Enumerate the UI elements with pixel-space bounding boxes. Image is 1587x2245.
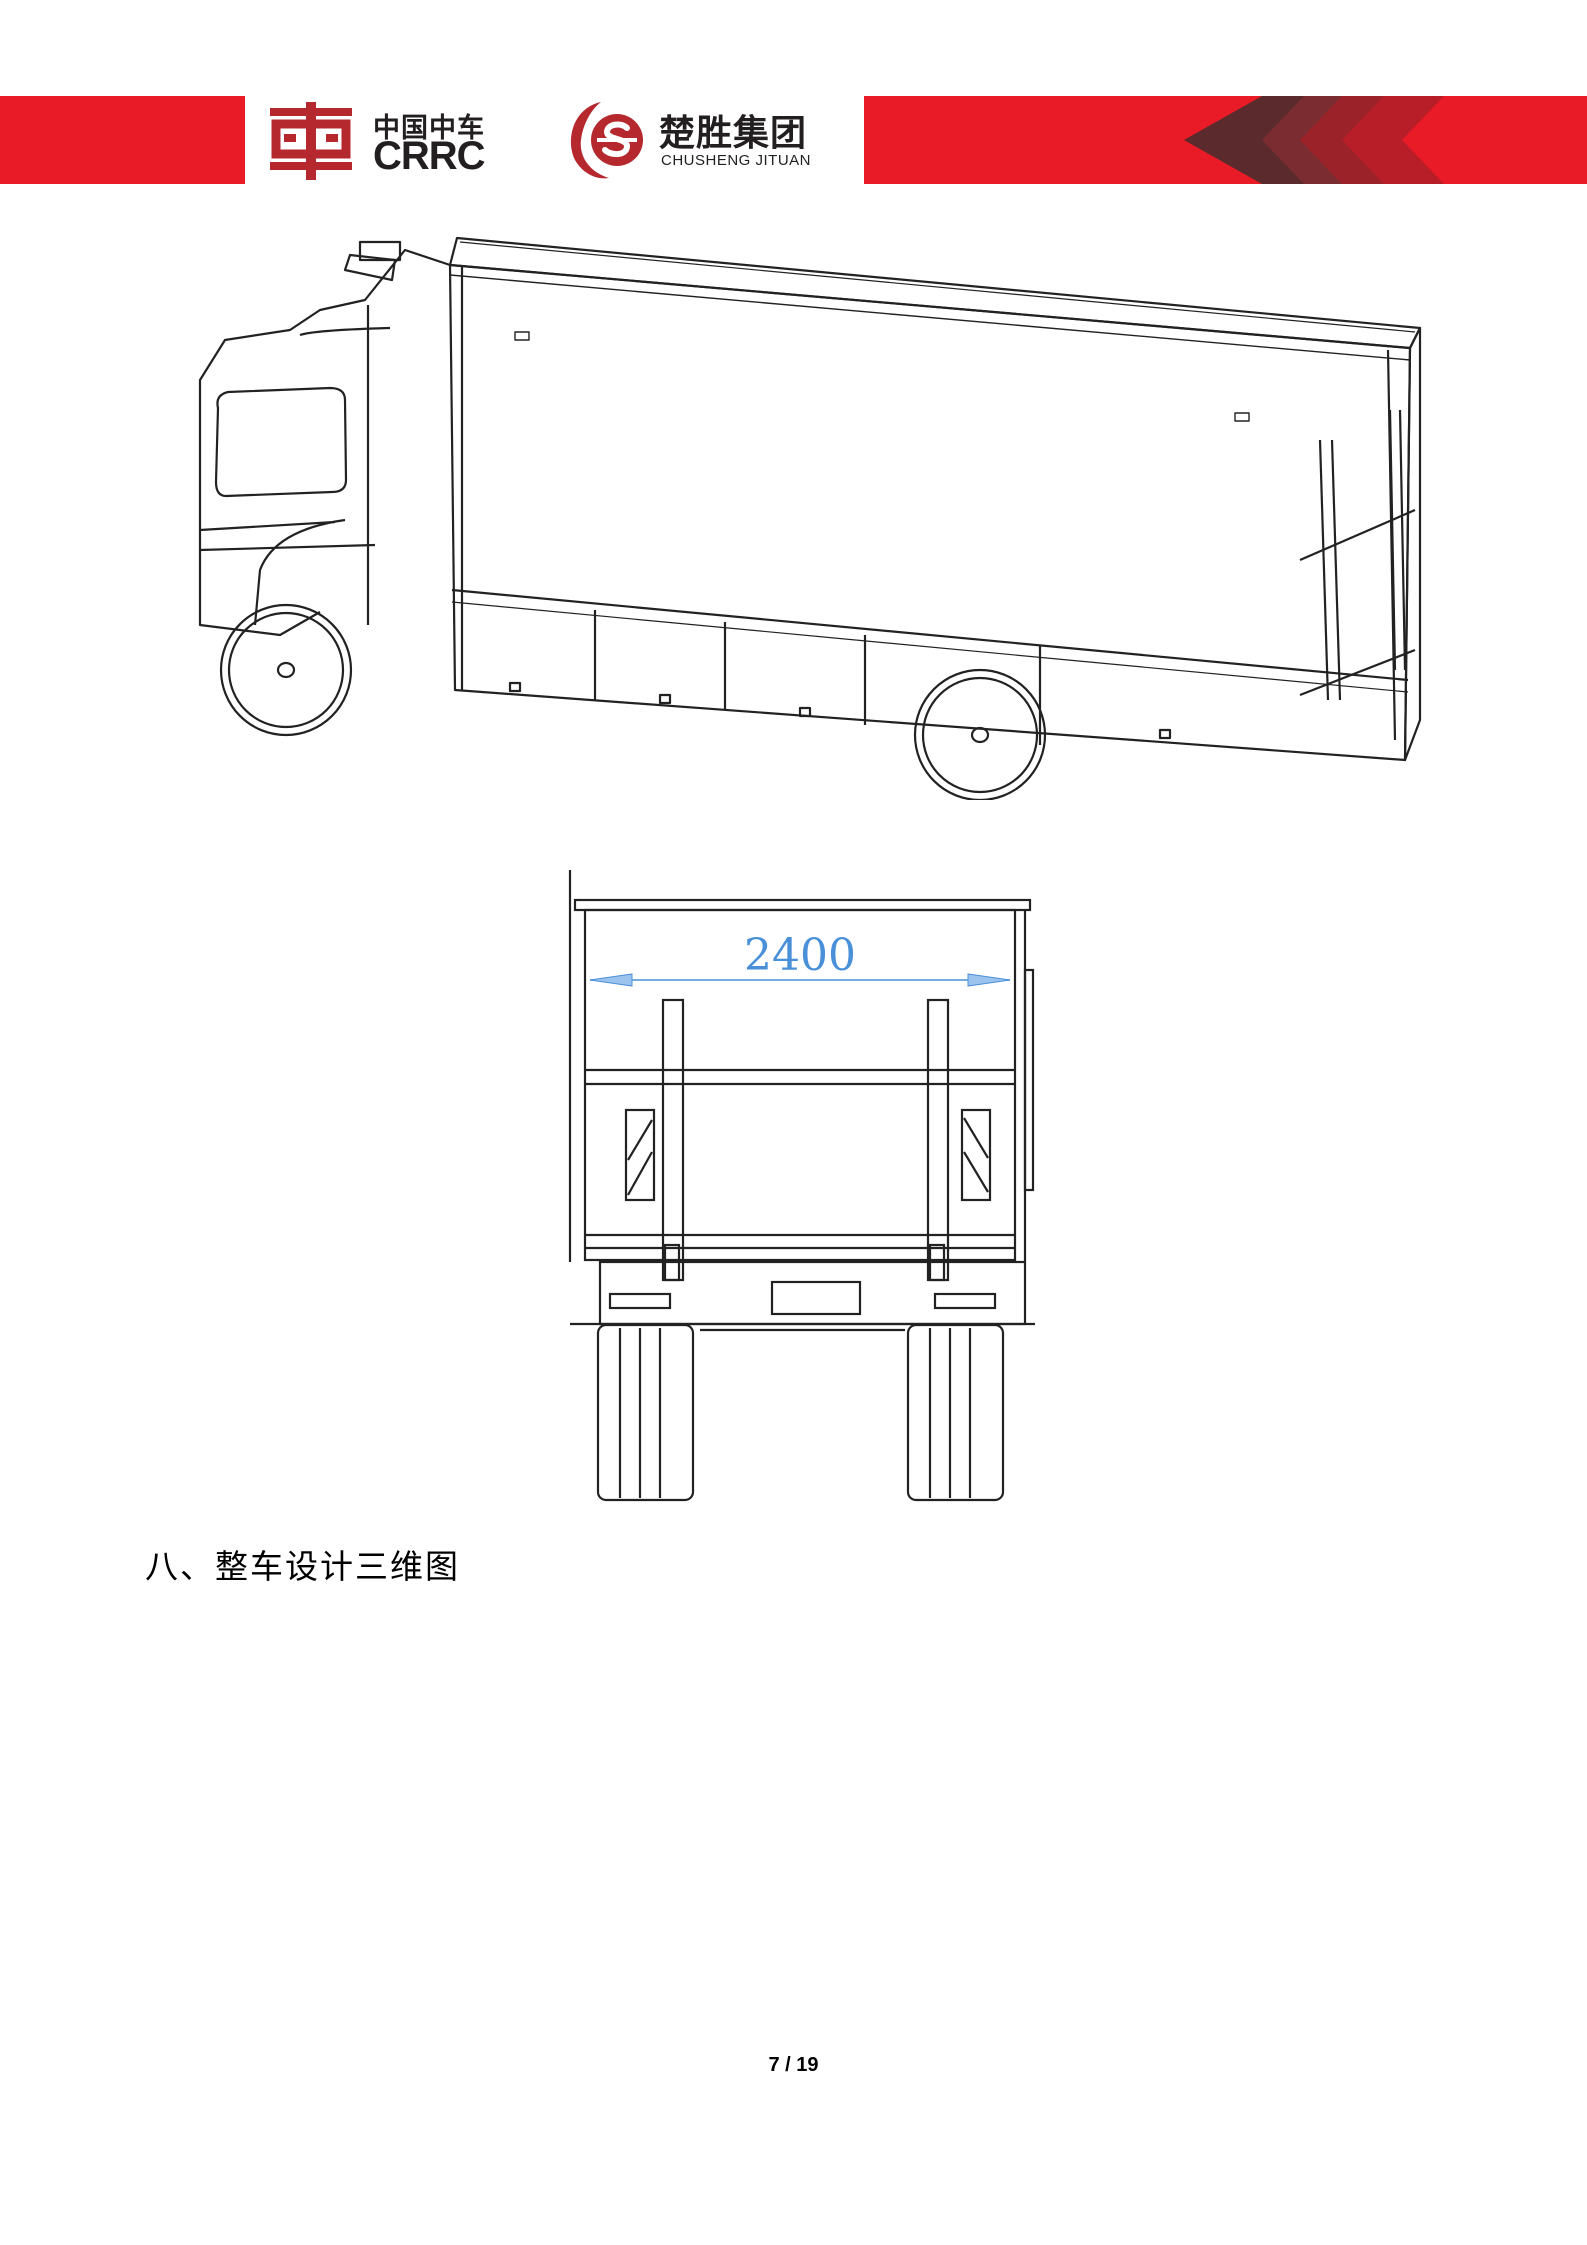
section-heading: 八、整车设计三维图: [145, 1547, 460, 1586]
header-red-bar-left: [0, 96, 245, 184]
header-red-bar-right: [864, 96, 1587, 184]
crrc-name-en: CRRC: [373, 134, 486, 178]
page-number: 7 / 19: [768, 2054, 819, 2076]
chusheng-name-en: CHUSHENG JITUAN: [661, 152, 812, 169]
crrc-name-cn: 中国中车: [373, 113, 485, 144]
chusheng-name-cn: 楚胜集团: [659, 113, 808, 154]
chevron-decoration-icon: [1184, 96, 1444, 184]
truck-rear-view-drawing: 2400: [568, 870, 1035, 1502]
truck-isometric-drawing: [198, 236, 1422, 800]
crrc-che-emblem-icon: [270, 102, 352, 180]
logo-area: 中国中车 CRRC 楚胜集团 CHUSHENG JITUAN: [245, 96, 864, 184]
rear-width-dimension-label: 2400: [744, 930, 856, 981]
header-band: 中国中车 CRRC 楚胜集团 CHUSHENG JITUAN: [0, 96, 1587, 184]
chusheng-s-emblem-icon: [570, 102, 643, 179]
